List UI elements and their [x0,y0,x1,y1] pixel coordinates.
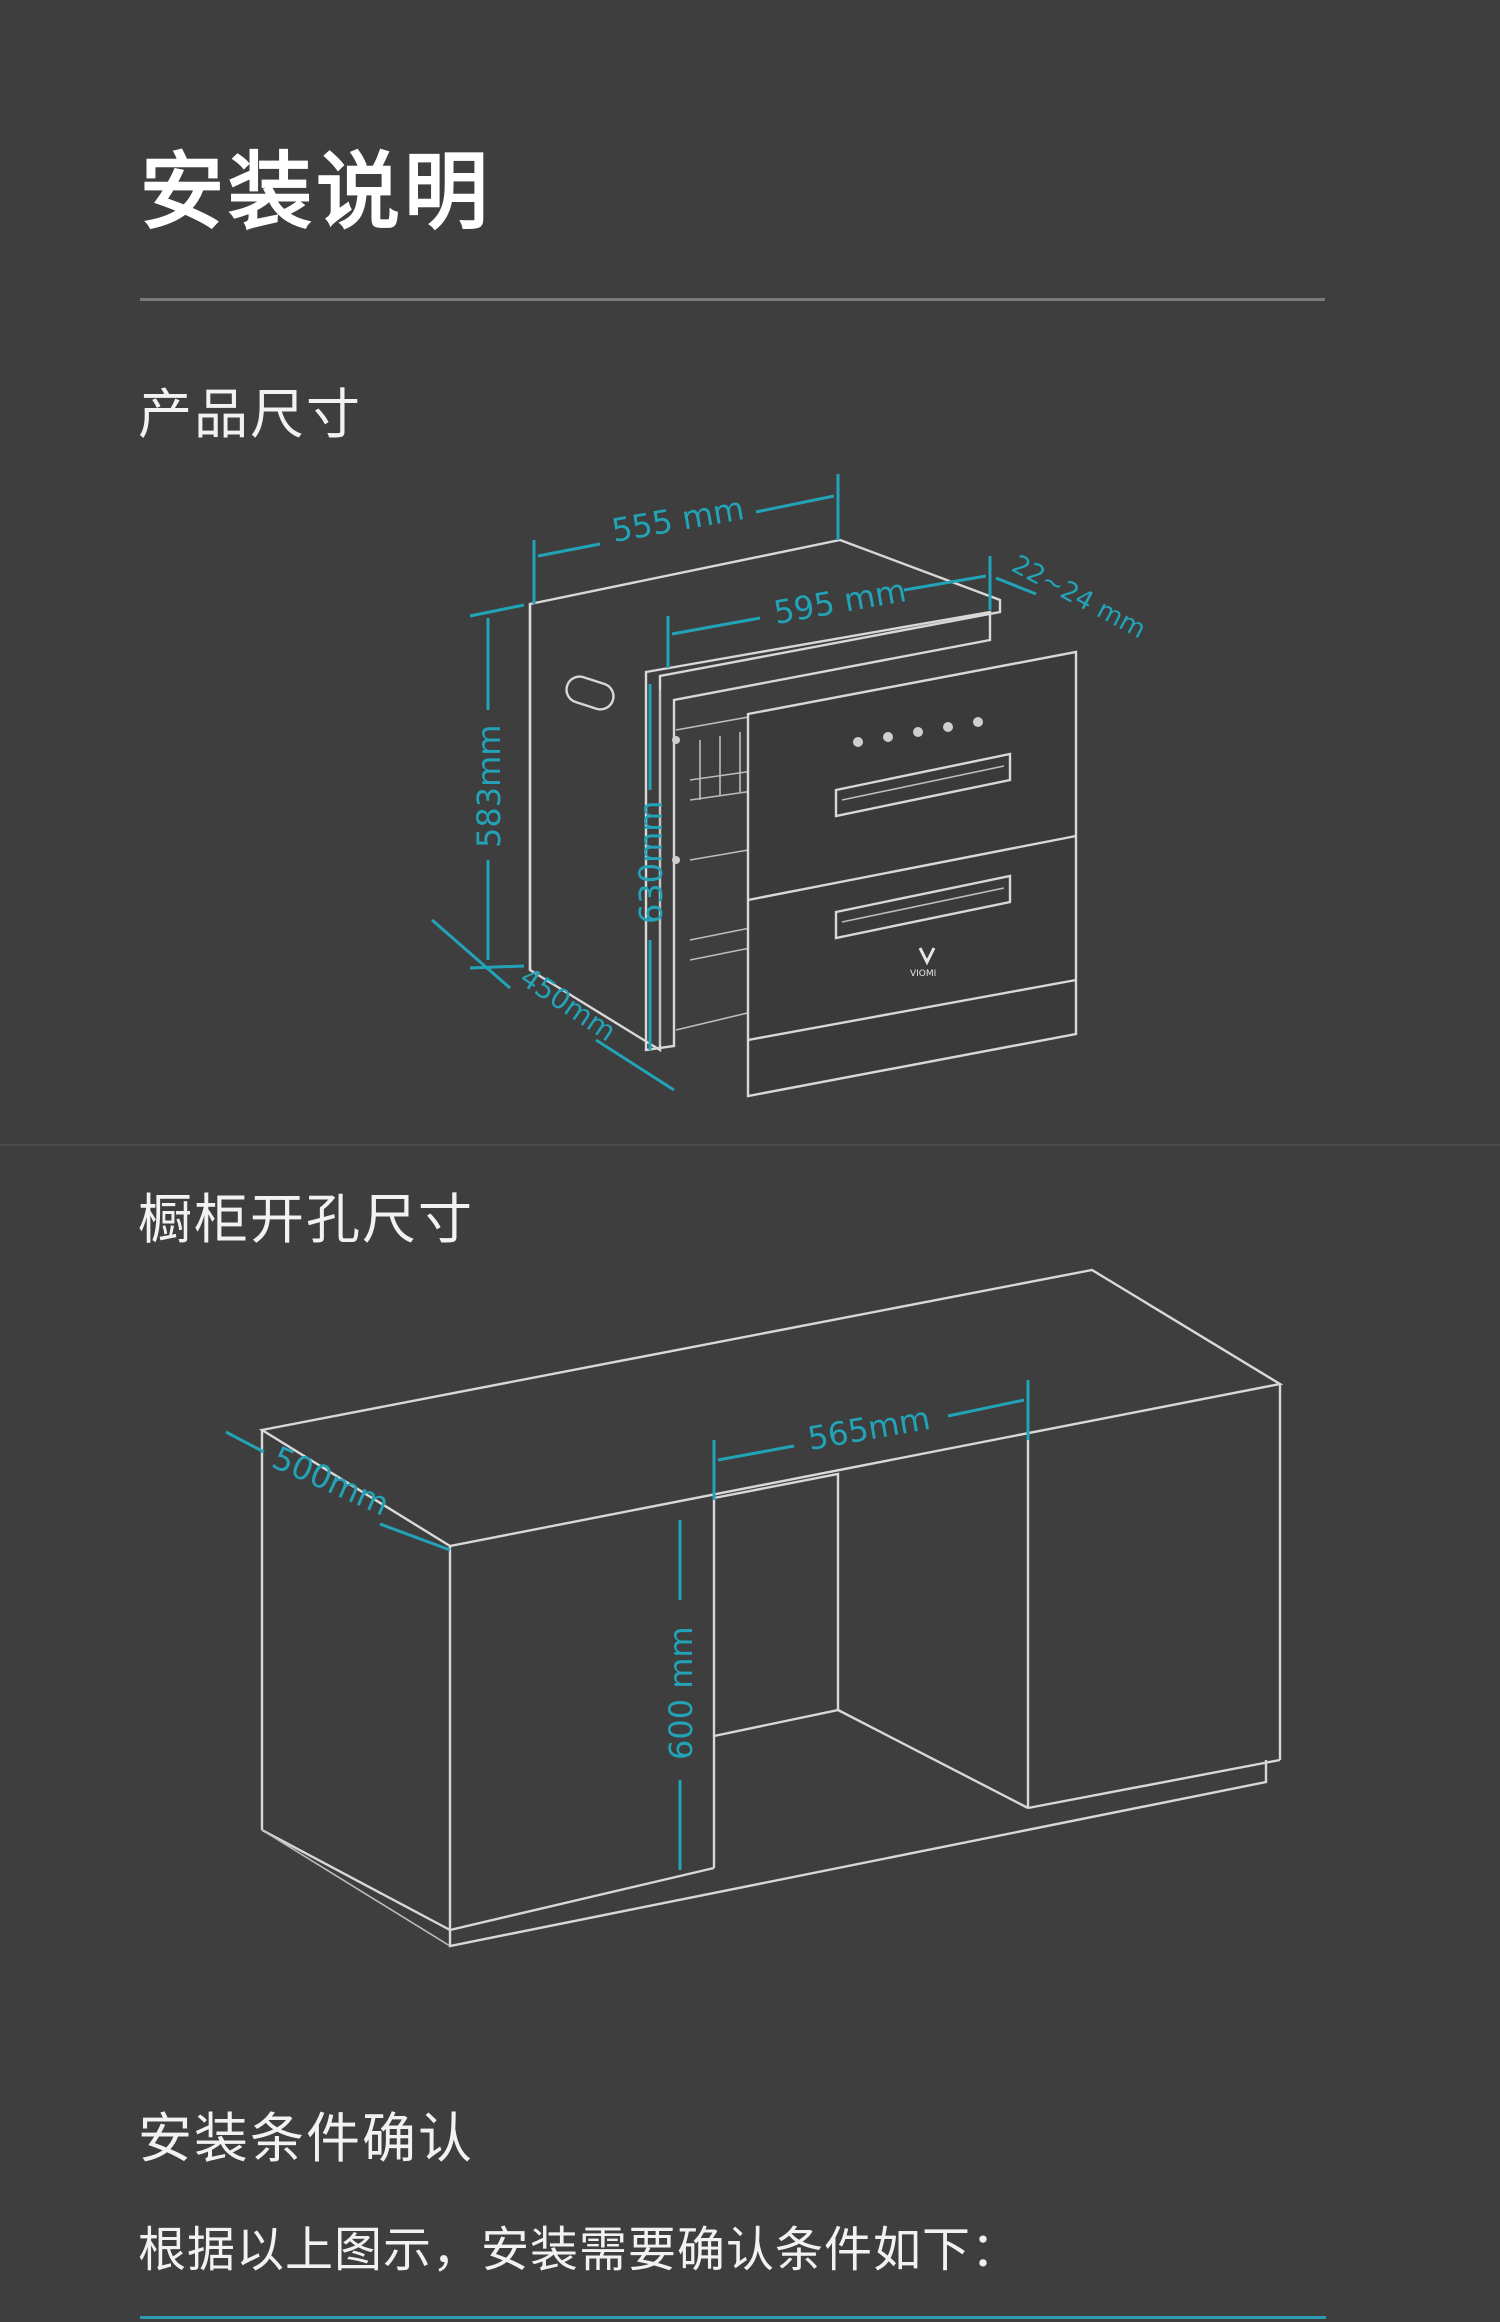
dim-565: 565mm [805,1399,933,1458]
dim-555: 555 mm [609,489,747,550]
drawer-handle-top [834,752,1012,818]
brand-logo-text: VIOMI [910,969,936,979]
intro-text: 根据以上图示，安装需要确认条件如下： [138,2222,1021,2278]
dim-500: 500mm [267,1439,395,1524]
dim-450: 450mm [514,960,622,1048]
section-heading-product-size: 产品尺寸 [138,383,362,446]
appliance-body: VIOMI [528,538,1078,1098]
section-heading-installation-check: 安装条件确认 [138,2107,474,2170]
drawer-handle-bottom [834,874,1012,940]
title-divider [140,298,1325,301]
drawer-front-panel [746,650,1078,1098]
brand-logo-icon [918,947,936,966]
dim-22-24: 22~24 mm [1007,550,1151,645]
dim-600: 600 mm [662,1626,700,1760]
bottom-accent-line [140,2316,1326,2319]
page-title: 安装说明 [140,143,493,241]
cabinet-diagram [258,1268,1284,1948]
cabinet-dimension-lines: 500mm 565mm 600 mm [225,1380,1030,1870]
section-heading-cabinet-cutout: 橱柜开孔尺寸 [138,1188,474,1251]
dim-630: 630mm [632,801,670,924]
control-buttons [853,717,983,747]
dim-583: 583mm [470,725,508,848]
section-divider [0,1144,1500,1146]
dim-595: 595 mm [771,571,909,632]
